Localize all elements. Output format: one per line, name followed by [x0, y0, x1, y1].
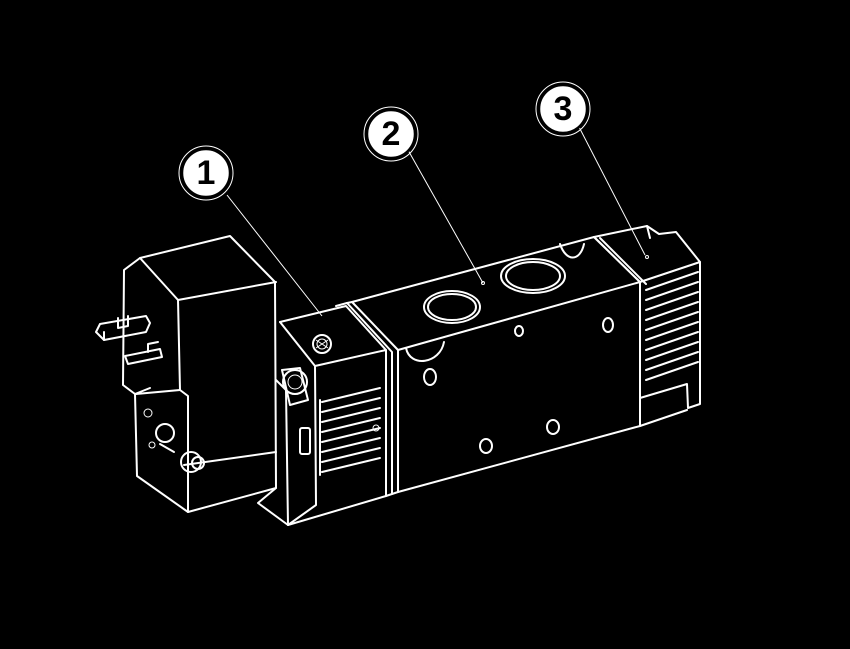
leader-line-2 — [407, 149, 484, 284]
callout-2: 2 — [363, 106, 419, 162]
callout-2-label: 2 — [382, 115, 401, 153]
leader-line-3 — [577, 124, 646, 256]
solenoid-coil — [122, 235, 277, 513]
pilot-block — [257, 305, 387, 526]
valve-body — [351, 236, 641, 493]
leader-lines — [226, 124, 646, 317]
callout-3: 3 — [535, 81, 591, 137]
connector-pins — [95, 315, 163, 365]
leader-line-1 — [226, 194, 323, 317]
callout-1: 1 — [178, 145, 234, 201]
callout-3-label: 3 — [554, 90, 573, 128]
callout-1-label: 1 — [197, 154, 216, 192]
end-cap — [593, 225, 701, 427]
